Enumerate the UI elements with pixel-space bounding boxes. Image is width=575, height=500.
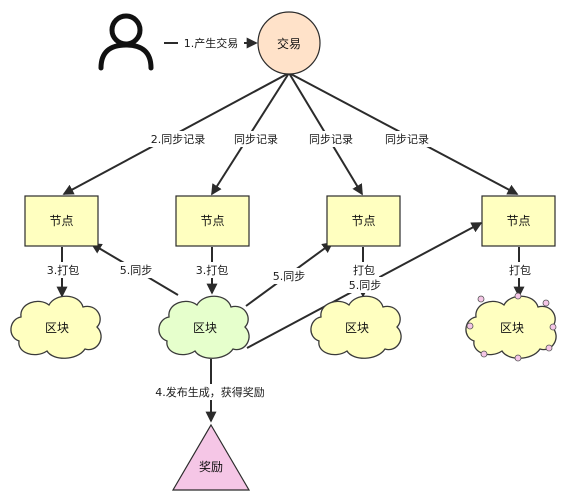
label-sync-to-node-3: 5.同步: [273, 270, 306, 283]
label-pack-1: 3.打包: [47, 263, 80, 277]
selection-handle: [466, 322, 474, 330]
reward-label: 奖励: [199, 460, 223, 474]
selection-handle: [514, 292, 522, 300]
edge-labels: 1.产生交易 2.同步记录 同步记录 同步记录 同步记录 3.打包 3.打包 打…: [42, 35, 535, 400]
block-cloud-3: 区块: [310, 295, 402, 359]
label-publish: 4.发布生成，获得奖励: [155, 385, 265, 399]
node-label: 节点: [49, 214, 73, 228]
node-box-3: 节点: [326, 195, 401, 247]
label-sync-record-3: 同步记录: [309, 133, 353, 146]
reward-node: 奖励: [171, 423, 251, 491]
selection-handle: [549, 323, 557, 331]
node-label: 节点: [506, 214, 530, 228]
selection-handle: [480, 350, 488, 358]
connectors: [56, 37, 525, 423]
transaction-label: 交易: [277, 36, 301, 51]
node-label: 节点: [200, 214, 224, 228]
block-clouds: 区块 区块 区块 区块: [10, 295, 557, 359]
transaction-node: 交易: [257, 11, 321, 75]
label-sync-record-2: 同步记录: [234, 133, 278, 146]
node-label: 节点: [351, 214, 375, 228]
node-box-4: 节点: [481, 195, 556, 247]
block-cloud-2-active: 区块: [158, 295, 250, 359]
block-cloud-1: 区块: [10, 295, 102, 359]
node-box-2: 节点: [175, 195, 250, 247]
label-pack-2: 3.打包: [196, 263, 229, 277]
block-label: 区块: [345, 321, 369, 335]
selection-handle: [514, 354, 522, 362]
selection-handle: [545, 344, 553, 352]
block-label: 区块: [500, 321, 524, 335]
label-sync-to-node-4: 5.同步: [349, 279, 382, 292]
label-sync-to-node-1: 5.同步: [120, 264, 153, 277]
label-pack-3: 打包: [353, 263, 375, 277]
label-pack-4: 打包: [509, 263, 531, 277]
node-boxes: 节点 节点 节点 节点: [24, 195, 556, 247]
selection-handle: [477, 295, 485, 303]
block-cloud-4-selected: 区块: [465, 295, 557, 359]
selection-handles[interactable]: [466, 292, 557, 362]
label-sync-record-4: 同步记录: [385, 133, 429, 146]
label-sync-record-1: 2.同步记录: [151, 133, 206, 146]
block-label: 区块: [45, 321, 69, 335]
label-create-transaction: 1.产生交易: [184, 36, 239, 50]
user-icon: [98, 13, 154, 71]
block-label: 区块: [193, 321, 217, 335]
node-box-1: 节点: [24, 195, 99, 247]
selection-handle: [542, 299, 550, 307]
